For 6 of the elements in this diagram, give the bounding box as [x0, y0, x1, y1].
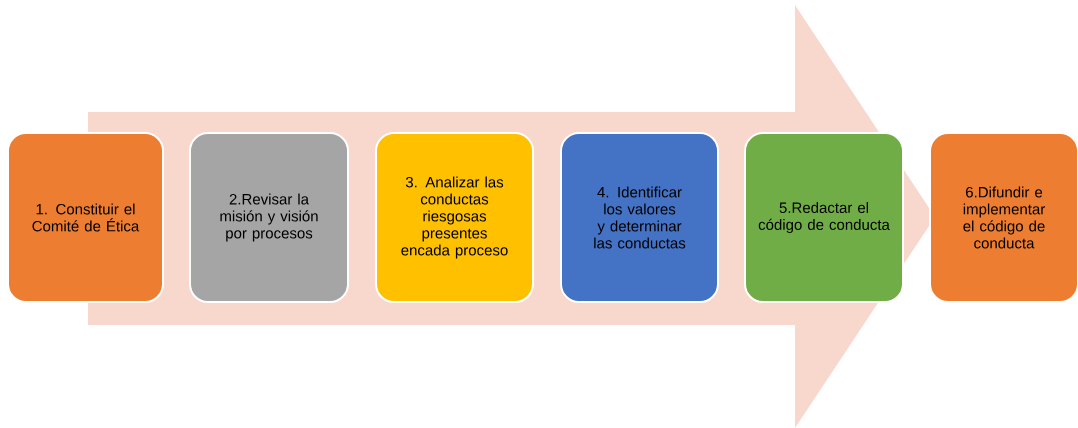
step-box: 5.Redactar el código de conducta	[744, 132, 904, 303]
step-box: 4. Identificar los valores y determinar las conductas	[560, 132, 719, 303]
step-box: 6.Difundir e implementar el código de conducta	[929, 132, 1078, 303]
step-box: 2.Revisar la misión y visión por procesos	[189, 132, 349, 303]
step-box: 3. Analizar las conductas riesgosas presentes encada proceso	[375, 132, 534, 303]
step-box: 1. Constituir el Comité de Ética	[7, 132, 164, 303]
